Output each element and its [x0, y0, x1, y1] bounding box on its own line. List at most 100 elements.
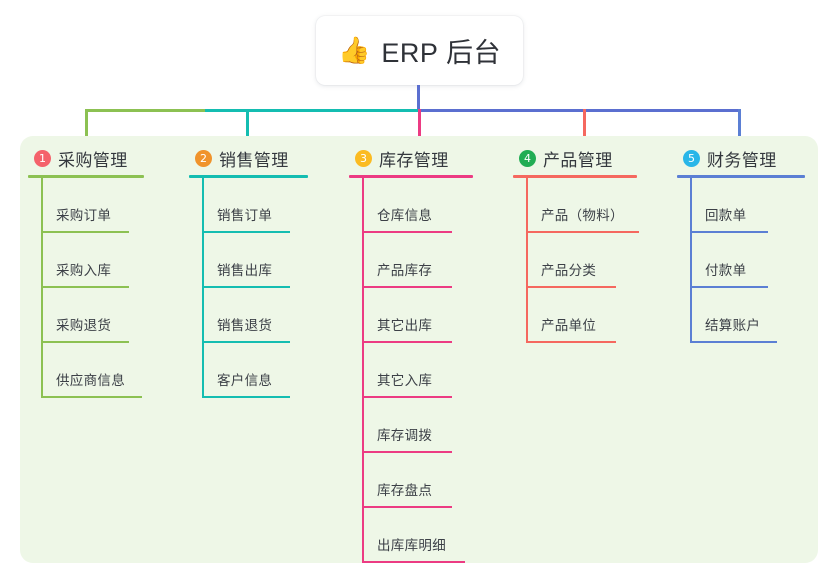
- submodule-underline: [41, 231, 129, 233]
- module-header-2[interactable]: 2 销售管理: [189, 146, 308, 170]
- submodule-label: 回款单: [705, 208, 747, 223]
- branch-trunk-line: [362, 178, 364, 563]
- submodule-item[interactable]: 销售订单: [189, 178, 308, 233]
- submodule-label: 供应商信息: [56, 373, 125, 388]
- module-title: 销售管理: [219, 150, 289, 170]
- module-number-badge: 4: [519, 149, 536, 167]
- module-column-4: 4 产品管理产品（物料） 产品分类产品单位: [513, 146, 639, 343]
- submodule-label: 产品（物料）: [541, 208, 624, 223]
- submodule-item[interactable]: 付款单: [677, 233, 805, 288]
- submodule-item[interactable]: 供应商信息: [28, 343, 144, 398]
- submodule-label: 仓库信息: [377, 208, 433, 223]
- submodule-list: 产品（物料） 产品分类产品单位: [513, 178, 639, 343]
- submodule-label: 客户信息: [217, 373, 273, 388]
- submodule-underline: [362, 341, 452, 343]
- submodule-label: 销售出库: [217, 263, 273, 278]
- module-title: 产品管理: [543, 150, 613, 170]
- module-underline: [28, 175, 144, 178]
- submodule-item[interactable]: 采购订单: [28, 178, 144, 233]
- submodule-label: 采购入库: [56, 263, 112, 278]
- submodule-underline: [202, 341, 290, 343]
- module-underline: [677, 175, 805, 178]
- submodule-item[interactable]: 库存盘点: [349, 453, 473, 508]
- drop-col-3: [418, 109, 421, 136]
- module-number-badge: 1: [34, 149, 51, 167]
- submodule-label: 付款单: [705, 263, 747, 278]
- module-header-4[interactable]: 4 产品管理: [513, 146, 637, 170]
- submodule-item[interactable]: 采购退货: [28, 288, 144, 343]
- submodule-item[interactable]: 出库库明细: [349, 508, 473, 563]
- root-node-card[interactable]: 👍 ERP 后台: [316, 16, 523, 85]
- submodule-label: 销售订单: [217, 208, 273, 223]
- drop-col-1: [85, 109, 88, 136]
- modules-panel: [20, 136, 818, 563]
- module-title: 财务管理: [707, 150, 777, 170]
- submodule-label: 其它入库: [377, 373, 433, 388]
- module-underline: [349, 175, 473, 178]
- submodule-item[interactable]: 其它出库: [349, 288, 473, 343]
- branch-trunk-line: [41, 178, 43, 398]
- module-column-2: 2 销售管理销售订单销售出库销售退货客户信息: [189, 146, 308, 398]
- submodule-item[interactable]: 回款单: [677, 178, 805, 233]
- submodule-label: 销售退货: [217, 318, 273, 333]
- submodule-underline: [690, 286, 768, 288]
- submodule-label: 结算账户: [705, 318, 761, 333]
- root-stem: [417, 85, 420, 112]
- branch-trunk-line: [690, 178, 692, 343]
- submodule-underline: [362, 506, 452, 508]
- submodule-item[interactable]: 产品库存: [349, 233, 473, 288]
- submodule-underline: [41, 286, 129, 288]
- submodule-underline: [526, 286, 616, 288]
- thumbs-up-icon: 👍: [338, 35, 371, 66]
- submodule-item[interactable]: 仓库信息: [349, 178, 473, 233]
- submodule-item[interactable]: 产品（物料）: [513, 178, 639, 233]
- submodule-item[interactable]: 产品分类: [513, 233, 637, 288]
- submodule-underline: [362, 231, 452, 233]
- submodule-item[interactable]: 销售退货: [189, 288, 308, 343]
- submodule-item[interactable]: 其它入库: [349, 343, 473, 398]
- submodule-underline: [526, 341, 616, 343]
- submodule-item[interactable]: 库存调拨: [349, 398, 473, 453]
- submodule-item[interactable]: 销售出库: [189, 233, 308, 288]
- submodule-item[interactable]: 客户信息: [189, 343, 308, 398]
- submodule-underline: [41, 396, 142, 398]
- drop-col-2: [246, 109, 249, 136]
- bar-segment-blue: [418, 109, 738, 112]
- submodule-underline: [362, 561, 465, 563]
- branch-trunk-line: [202, 178, 204, 398]
- submodule-list: 销售订单销售出库销售退货客户信息: [189, 178, 308, 398]
- submodule-underline: [690, 341, 777, 343]
- submodule-list: 仓库信息产品库存其它出库其它入库库存调拨库存盘点出库库明细: [349, 178, 473, 563]
- submodule-label: 出库库明细: [377, 538, 446, 553]
- submodule-label: 产品库存: [377, 263, 433, 278]
- submodule-underline: [202, 396, 290, 398]
- bar-segment-teal: [205, 109, 418, 112]
- submodule-underline: [526, 231, 639, 233]
- submodule-list: 回款单付款单结算账户: [677, 178, 805, 343]
- module-underline: [189, 175, 308, 178]
- submodule-label: 其它出库: [377, 318, 433, 333]
- module-number-badge: 2: [195, 149, 212, 167]
- bar-segment-green: [85, 109, 205, 112]
- drop-col-4: [583, 109, 586, 136]
- module-underline: [513, 175, 637, 178]
- submodule-underline: [362, 451, 452, 453]
- submodule-label: 产品分类: [541, 263, 597, 278]
- submodule-item[interactable]: 采购入库: [28, 233, 144, 288]
- submodule-underline: [202, 286, 290, 288]
- branch-trunk-line: [526, 178, 528, 343]
- submodule-item[interactable]: 产品单位: [513, 288, 637, 343]
- submodule-list: 采购订单采购入库采购退货供应商信息: [28, 178, 144, 398]
- root-node-content: 👍 ERP 后台: [338, 31, 501, 70]
- module-number-badge: 3: [355, 149, 372, 167]
- submodule-item[interactable]: 结算账户: [677, 288, 805, 343]
- submodule-underline: [362, 396, 452, 398]
- root-node-title: ERP 后台: [381, 38, 501, 68]
- submodule-underline: [690, 231, 768, 233]
